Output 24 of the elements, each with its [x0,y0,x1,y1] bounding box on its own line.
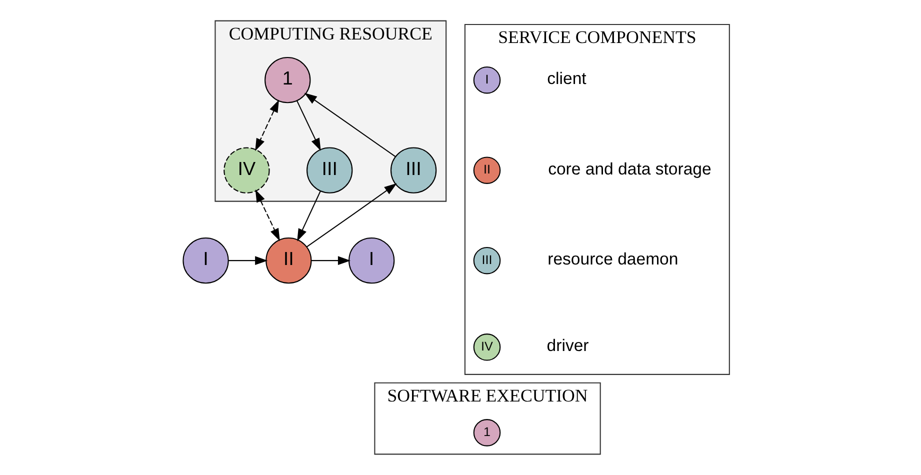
node-label: resource daemon [548,250,678,269]
node-circle: IV [224,147,270,194]
arrow [306,183,397,248]
node-circle: II [266,238,312,284]
node-circle: 1 [264,57,311,104]
node-circle: 1 [473,419,501,446]
arrow [228,256,268,265]
node-circle: III [390,147,437,194]
node-label: client [547,69,586,88]
arrow [304,92,396,158]
arrow [255,100,279,152]
node-circle: I [473,66,501,94]
arrow [296,100,321,151]
node-circle: I [182,238,229,284]
node-label: driver [546,336,589,356]
node-circle: IV [473,334,501,361]
node-circle: I [348,238,395,284]
node-circle: III [306,147,353,194]
node-circle: III [473,246,501,274]
node-label: core and data storage [548,159,712,178]
node-circle: II [473,156,501,184]
arrow [297,191,321,242]
arrow [255,190,280,242]
arrow [311,256,351,265]
